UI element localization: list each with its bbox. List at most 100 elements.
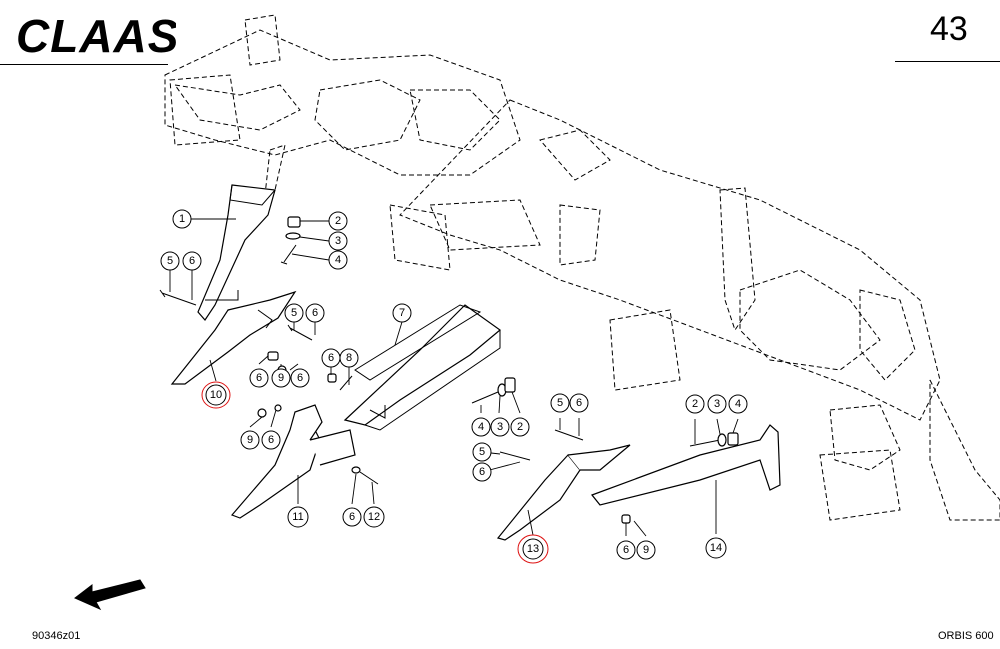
washer-6-bottom [351, 466, 361, 474]
highlight-ring-item-13 [517, 534, 549, 564]
callout-label: 14 [710, 542, 722, 554]
nut-4-right [727, 432, 739, 446]
callout-item-2[interactable]: 2 [328, 211, 348, 231]
washer-6-lower [274, 404, 282, 412]
callout-item-2[interactable]: 2 [510, 417, 530, 437]
callout-item-3[interactable]: 3 [707, 394, 727, 414]
callout-label: 2 [692, 398, 698, 410]
callout-item-5[interactable]: 5 [472, 442, 492, 462]
callout-item-5[interactable]: 5 [284, 303, 304, 323]
callout-item-6[interactable]: 6 [261, 430, 281, 450]
callout-item-14[interactable]: 14 [705, 537, 727, 559]
callout-item-6[interactable]: 6 [305, 303, 325, 323]
callout-item-3[interactable]: 3 [328, 231, 348, 251]
callout-label: 9 [643, 544, 649, 556]
claas-logo: CLAAS [16, 14, 176, 58]
callout-label: 6 [623, 544, 629, 556]
bolt-4-middle [471, 391, 499, 404]
callout-item-6[interactable]: 6 [321, 348, 341, 368]
callout-label: 5 [291, 307, 297, 319]
callout-label: 6 [312, 307, 318, 319]
callout-item-6[interactable]: 6 [569, 393, 589, 413]
callout-label: 4 [335, 254, 341, 266]
leader-lines [169, 218, 739, 537]
callout-label: 9 [278, 372, 284, 384]
nut-2-upper [287, 216, 301, 228]
bolt-2-right [689, 439, 721, 447]
callout-label: 8 [346, 352, 352, 364]
machine-frame-outline [164, 14, 1000, 521]
callout-item-6[interactable]: 6 [472, 462, 492, 482]
callout-item-7[interactable]: 7 [392, 303, 412, 323]
callout-label: 6 [256, 372, 262, 384]
callout-item-6[interactable]: 6 [616, 540, 636, 560]
callout-label: 4 [735, 398, 741, 410]
nut-6-left [267, 351, 279, 361]
nut-9-lower [257, 408, 267, 418]
part-1-bracket [197, 184, 276, 321]
callout-label: 5 [479, 446, 485, 458]
callout-item-6[interactable]: 6 [342, 507, 362, 527]
callout-label: 12 [368, 511, 380, 523]
nut-6-right [621, 514, 631, 524]
bolt-5-middle [287, 324, 313, 341]
washer-3-right [717, 433, 727, 447]
callout-label: 1 [179, 213, 185, 225]
callout-label: 3 [714, 398, 720, 410]
part-11-share [230, 404, 356, 519]
callout-item-13[interactable]: 13 [522, 538, 544, 560]
callout-label: 2 [517, 421, 523, 433]
callout-item-1[interactable]: 1 [172, 209, 192, 229]
callout-item-10[interactable]: 10 [205, 384, 227, 406]
callout-item-9[interactable]: 9 [240, 430, 260, 450]
drawing-id: 90346z01 [32, 630, 81, 642]
model-name: ORBIS 600 [938, 630, 994, 642]
nut-6-middle [327, 373, 337, 383]
bolt-5-right-lower [499, 451, 531, 461]
callout-label: 11 [292, 511, 303, 523]
nut-2-middle [504, 377, 516, 393]
callout-item-11[interactable]: 11 [287, 506, 309, 528]
callout-label: 3 [497, 421, 503, 433]
part-14-bracket [591, 424, 781, 506]
callout-item-6[interactable]: 6 [290, 368, 310, 388]
callout-label: 13 [527, 543, 539, 555]
callout-item-5[interactable]: 5 [550, 393, 570, 413]
callout-label: 5 [557, 397, 563, 409]
callout-item-4[interactable]: 4 [328, 250, 348, 270]
callout-item-3[interactable]: 3 [490, 417, 510, 437]
callout-item-5[interactable]: 5 [160, 251, 180, 271]
callout-item-2[interactable]: 2 [685, 394, 705, 414]
washer-3-upper [285, 232, 301, 240]
callout-item-8[interactable]: 8 [339, 348, 359, 368]
callout-label: 7 [399, 307, 405, 319]
callout-item-4[interactable]: 4 [471, 417, 491, 437]
callout-label: 4 [478, 421, 484, 433]
callout-label: 6 [189, 255, 195, 267]
callout-label: 2 [335, 215, 341, 227]
part-13-share [496, 444, 631, 541]
callout-item-4[interactable]: 4 [728, 394, 748, 414]
bolt-4-upper [280, 244, 297, 265]
highlight-ring-item-10 [201, 381, 231, 409]
callout-label: 6 [297, 372, 303, 384]
part-10-share [170, 290, 297, 385]
callout-label: 5 [167, 255, 173, 267]
bolt-8 [339, 375, 353, 391]
callout-item-9[interactable]: 9 [636, 540, 656, 560]
direction-arrow-icon [74, 579, 146, 611]
callout-label: 10 [210, 389, 222, 401]
callout-label: 6 [576, 397, 582, 409]
callout-item-6[interactable]: 6 [249, 368, 269, 388]
callout-item-6[interactable]: 6 [182, 251, 202, 271]
part-7-carrier [343, 304, 501, 431]
callout-label: 3 [335, 235, 341, 247]
callout-label: 6 [328, 352, 334, 364]
header-rule-right [895, 61, 1000, 62]
bolt-5-upper-left [159, 289, 197, 306]
page-number: 43 [930, 10, 968, 48]
callout-item-9[interactable]: 9 [271, 368, 291, 388]
callout-item-12[interactable]: 12 [363, 506, 385, 528]
